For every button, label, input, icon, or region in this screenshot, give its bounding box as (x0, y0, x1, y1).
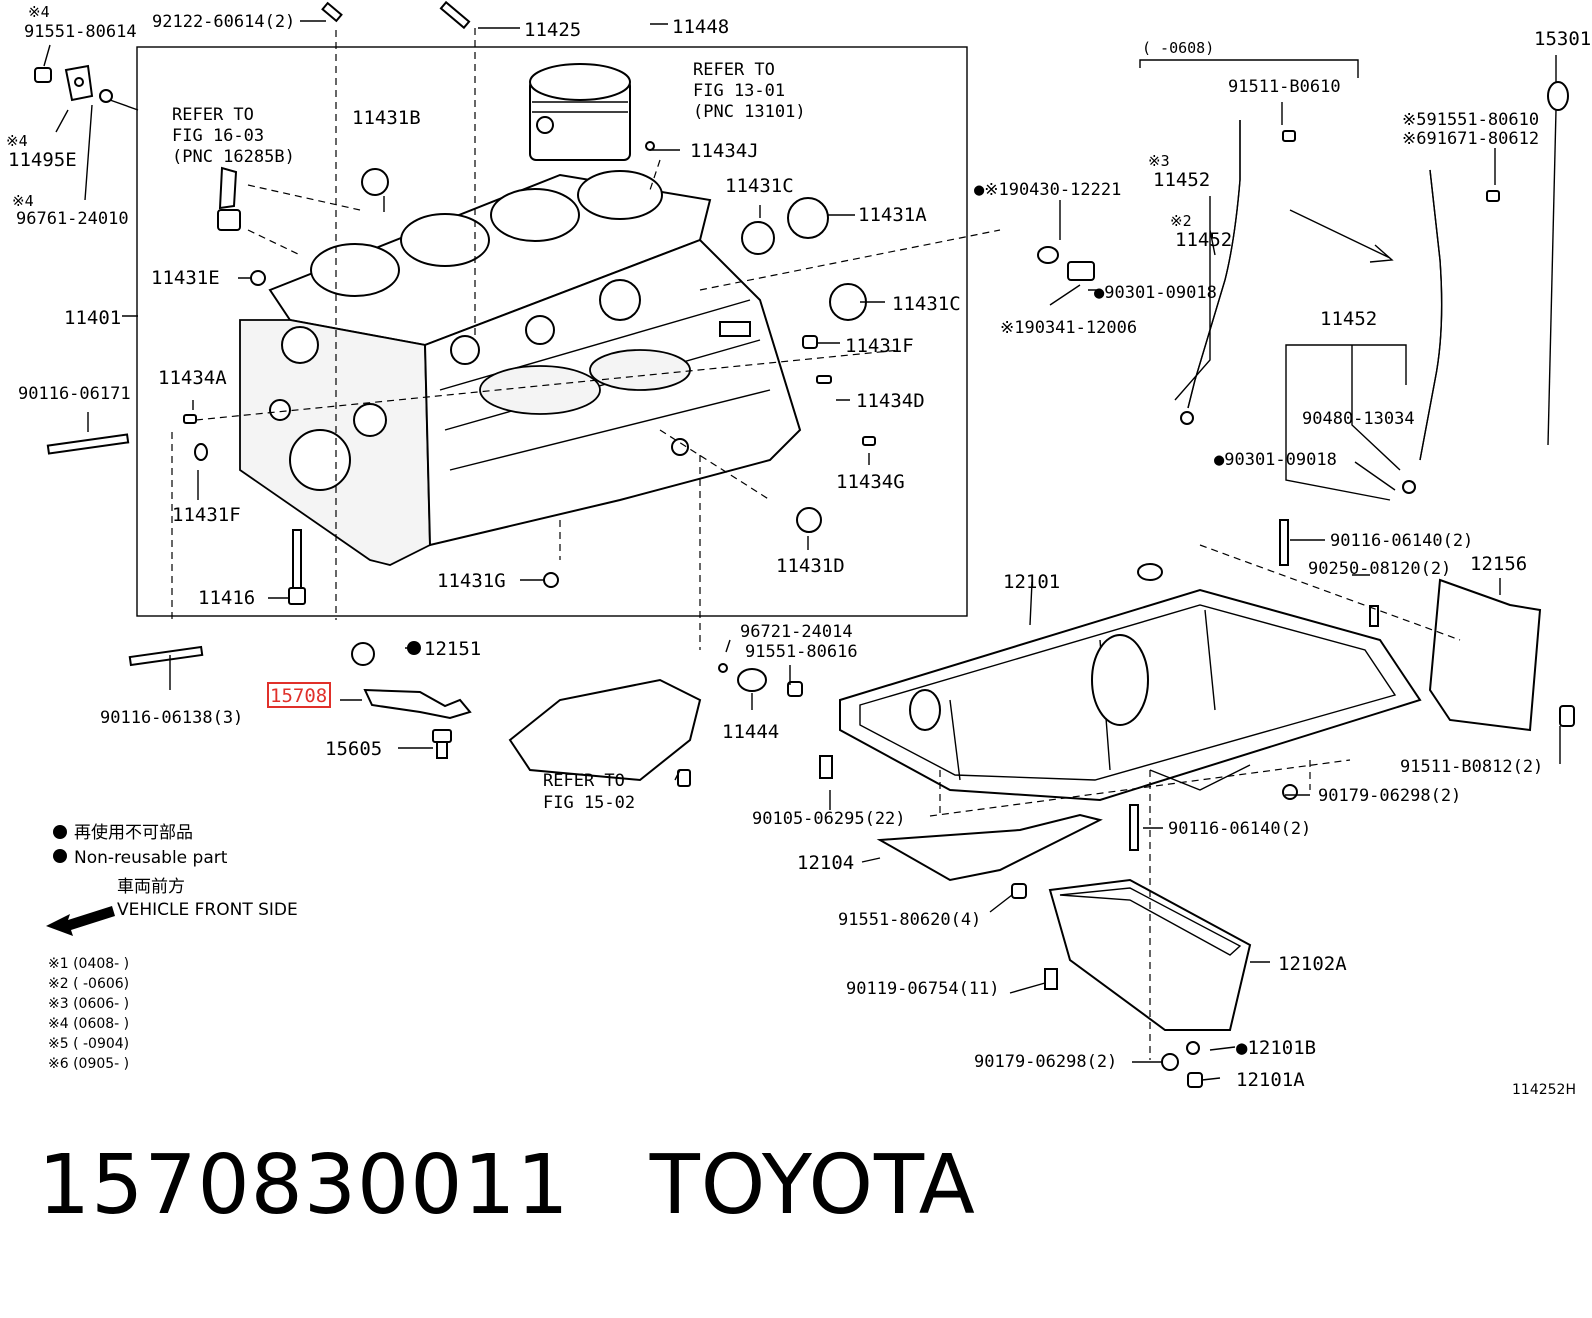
block-frame (136, 46, 968, 617)
label: 15605 (325, 738, 382, 760)
part-footer: 1570830011 TOYOTA (38, 1138, 1056, 1233)
label: 11431C (725, 175, 794, 197)
highlighted-part-label: 15708 (270, 685, 327, 707)
block-small-parts (46, 0, 876, 667)
legend-note: ※2 ( -0606) (48, 976, 129, 992)
label: 91551-80614 (24, 22, 137, 42)
label: 11434J (690, 140, 759, 162)
label: 90250-08120(2) (1308, 559, 1451, 579)
label: 11452 (1320, 308, 1377, 330)
label: 90179-06298(2) (974, 1052, 1117, 1072)
label: 11448 (672, 16, 729, 38)
label: 12104 (797, 852, 854, 874)
label: 96761-24010 (16, 209, 129, 229)
misc-parts (351, 246, 1095, 787)
label: 96721-24014 (740, 622, 853, 642)
label: (PNC 13101) (693, 102, 806, 122)
label: 15301 (1534, 28, 1591, 50)
label: ※591551-80610 (1402, 110, 1539, 130)
part-labels: ※4 91551-80614 92122-60614(2) 11425 1144… (6, 3, 1591, 1098)
brand-name: TOYOTA (649, 1138, 976, 1233)
highlight-box (267, 682, 331, 708)
label: FIG 13-01 (693, 81, 785, 101)
label: ※3 (1148, 152, 1170, 170)
legend-note: ※3 (0606- ) (48, 996, 129, 1012)
label: 90116-06138(3) (100, 708, 243, 728)
label: 90116-06171 (18, 384, 131, 404)
label: 11452 (1175, 229, 1232, 251)
legend-jp-nonreuse: 再使用不可部品 (74, 822, 193, 843)
label: ※4 (28, 3, 50, 21)
top-left-parts (34, 64, 113, 103)
label: 11425 (524, 19, 581, 41)
label: 11495E (8, 149, 77, 171)
legend-note: ※4 (0608- ) (48, 1016, 129, 1032)
label: 12156 (1470, 553, 1527, 575)
label: 90119-06754(11) (846, 979, 1000, 999)
legend-note: ※5 ( -0904) (48, 1036, 129, 1052)
label: ※190341-12006 (1000, 318, 1137, 338)
label: 91511-B0610 (1228, 77, 1341, 97)
label: ●12101B (1236, 1037, 1316, 1059)
label: FIG 15-02 (543, 793, 635, 813)
label: 11434D (856, 390, 925, 412)
label: ※4 (6, 132, 28, 150)
label: 12102A (1278, 953, 1347, 975)
label: 11431C (892, 293, 961, 315)
label: 90116-06140(2) (1168, 819, 1311, 839)
label: 11431A (858, 204, 927, 226)
nonreuse-dot (407, 641, 421, 655)
engine-block-drawing (239, 170, 802, 566)
label: ●※190430-12221 (974, 180, 1121, 200)
label: 11431E (151, 267, 220, 289)
label: 11431F (172, 504, 241, 526)
legend-note: ※1 (0408- ) (48, 956, 129, 972)
label: ※4 (12, 192, 34, 210)
figure-code: 114252H (1512, 1082, 1576, 1098)
label: 91551-80616 (745, 642, 858, 662)
label: ※2 (1170, 212, 1192, 230)
nonreuse-dot-icon (53, 849, 67, 863)
label: 91511-B0812(2) (1400, 757, 1543, 777)
legend-en-nonreuse: Non-reusable part (74, 848, 228, 868)
label: 92122-60614(2) (152, 12, 295, 32)
label: 90480-13034 (1302, 409, 1415, 429)
label: ※691671-80612 (1402, 129, 1539, 149)
label: 11431G (437, 570, 506, 592)
label: ●90301-09018 (1214, 450, 1337, 470)
label: REFER TO (543, 771, 625, 791)
label: REFER TO (693, 60, 775, 80)
label: 11401 (64, 307, 121, 329)
label: ( -0608) (1142, 39, 1214, 57)
front-arrow-icon (46, 906, 115, 936)
label: 90179-06298(2) (1318, 786, 1461, 806)
legend-jp-front: 車両前方 (117, 877, 185, 897)
label: 11416 (198, 587, 255, 609)
label: ●90301-09018 (1094, 283, 1217, 303)
nonreuse-dot-icon (53, 825, 67, 839)
label: 11431D (776, 555, 845, 577)
part-number: 1570830011 (38, 1138, 570, 1233)
label: FIG 16-03 (172, 126, 264, 146)
label: 12101A (1236, 1069, 1305, 1091)
label: 11431B (352, 107, 421, 129)
label: (PNC 16285B) (172, 147, 295, 167)
legend: 再使用不可部品 Non-reusable part 車両前方 VEHICLE F… (46, 822, 298, 1072)
label: REFER TO (172, 105, 254, 125)
label: 11452 (1153, 169, 1210, 191)
legend-en-front: VEHICLE FRONT SIDE (117, 900, 298, 920)
label: 12151 (424, 638, 481, 660)
oil-pan-drawing (819, 519, 1575, 1088)
label: 91551-80620(4) (838, 910, 981, 930)
label: 11434G (836, 471, 905, 493)
label: 11444 (722, 721, 779, 743)
label: 11431F (845, 335, 914, 357)
label: 11434A (158, 367, 227, 389)
label: 90116-06140(2) (1330, 531, 1473, 551)
gauge-guide-drawing (1180, 81, 1569, 494)
label: 12101 (1003, 571, 1060, 593)
label: 90105-06295(22) (752, 809, 906, 829)
legend-note: ※6 (0905- ) (48, 1056, 129, 1072)
